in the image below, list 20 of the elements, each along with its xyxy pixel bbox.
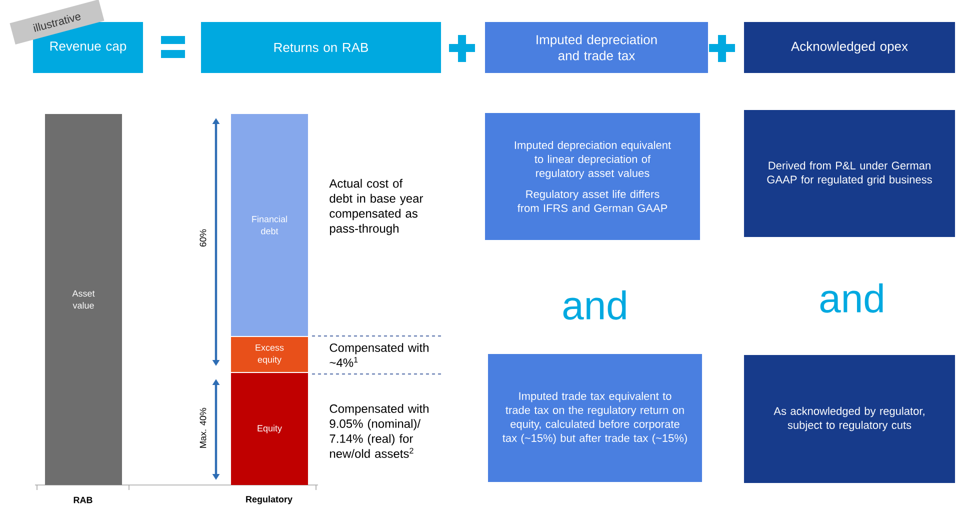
bar-segment: Excess equity — [231, 337, 308, 372]
header-box: Returns on RAB — [201, 22, 441, 73]
text-box: Derived from P&L under German GAAP for regulated grid business — [744, 110, 956, 237]
and-text: and — [563, 290, 626, 320]
and-text: and — [820, 283, 883, 313]
bar-segment: Financial debt — [231, 114, 308, 336]
dimension-label: 60% — [200, 229, 206, 247]
dimension-label: Max. 40% — [200, 408, 206, 448]
annotation-text: Actual cost of debt in base year compensated as pass-through — [329, 178, 424, 236]
text-box: Imputed trade tax equivalent to trade tax on the regulatory return on equity, calculated before corporate tax (~15%) but after trade tax (~15%) — [488, 354, 702, 482]
text-box: As acknowledged by regulator, subject to regulatory cuts — [744, 355, 956, 483]
bar-segment: Equity — [231, 373, 308, 485]
header-box: Acknowledged opex — [744, 22, 956, 73]
annotation-text: Compensated with 9.05% (nominal)/ 7.14% (real) for new/old assets$^{2}$ — [330, 404, 428, 458]
header-box: Imputed depreciation and trade tax — [485, 22, 708, 73]
annotation-text: Compensated with ~4%$^{1}$ — [330, 343, 428, 367]
text-box: Imputed depreciation equivalent to linear depreciation of regulatory asset values Regulatory asset life differs from IFRS and German GAAP — [485, 113, 700, 240]
bar-segment: Asset value — [45, 114, 122, 485]
axis-label: Regulatory — [246, 496, 292, 504]
axis-label: RAB — [74, 496, 92, 504]
